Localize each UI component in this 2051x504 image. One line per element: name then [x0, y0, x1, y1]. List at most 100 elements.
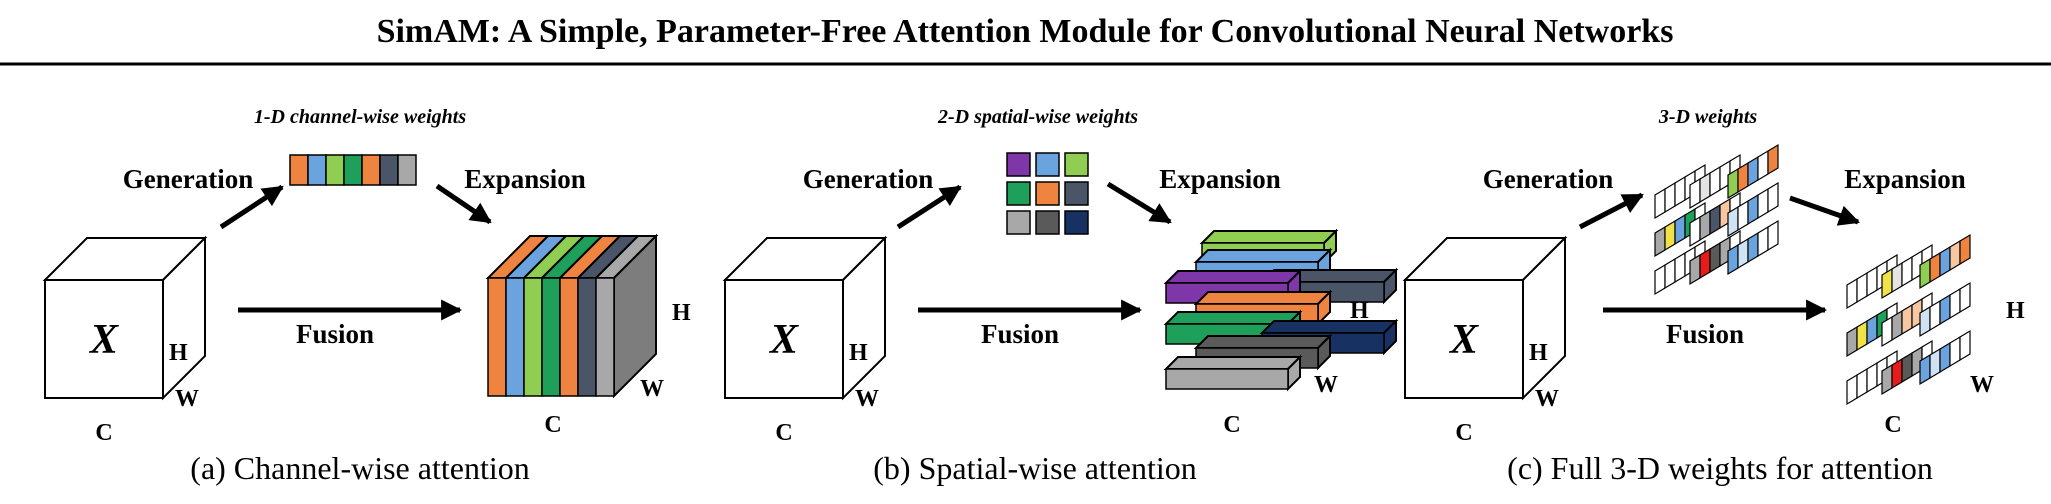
panel-b-expansion-label: Expansion — [1159, 164, 1281, 194]
panel-c-input-symbol: X — [1448, 317, 1479, 363]
panel-c-weight-strip — [1757, 149, 1769, 182]
panel-a-expanded-slab — [505, 277, 525, 397]
panel-c-weights-label: 3-D weights — [1658, 106, 1758, 128]
panel-c-weight-strip — [1767, 143, 1779, 176]
panel-c-input-h-label: H — [1529, 340, 1548, 366]
panel-c-expanded-strip — [1856, 319, 1868, 352]
panel-c-expansion-arrow — [1789, 195, 1860, 226]
panel-a-expanded-slab — [487, 277, 507, 397]
panel-c-weight-strip — [1709, 165, 1721, 198]
panel-c-weight-strip — [1664, 257, 1676, 290]
panel-c-fusion-label: Fusion — [1666, 319, 1744, 349]
panel-c-cube-front — [1404, 279, 1524, 399]
panel-c-expanded-strip — [1939, 341, 1951, 374]
panel-a-generation-arrow — [219, 184, 284, 230]
panel-c-output-h-label: H — [2006, 298, 2025, 324]
panel-c-weight-strip — [1654, 187, 1666, 220]
panel-c-expanded-strip — [1959, 281, 1971, 314]
panel-b-bar-top — [1193, 335, 1333, 349]
panel-c-expanded-strip — [1939, 245, 1951, 278]
panel-a-expanded-slab — [523, 277, 543, 397]
panel-a-fusion-label: Fusion — [296, 319, 374, 349]
panel-c-expanded-strip — [1959, 329, 1971, 362]
panel-c-weight-strip — [1654, 225, 1666, 258]
panel-c-expanded-strip — [1866, 313, 1878, 346]
panel-c-input-w-label: W — [1535, 386, 1559, 412]
panel-a-output-c-label: C — [544, 412, 561, 438]
panel-c-expanded-strip — [1856, 271, 1868, 304]
panel-b-bar-top — [1163, 356, 1303, 370]
panel-b-cube-front — [724, 279, 844, 399]
panel-a-channel-weight — [379, 154, 399, 186]
panel-a-output-h-label: H — [672, 300, 691, 326]
panel-a-cube-front — [44, 279, 164, 399]
panel-c-weight-strip — [1674, 213, 1686, 246]
panel-b-spatial-weight — [1035, 181, 1060, 206]
panel-c-weight-strip — [1674, 175, 1686, 208]
panel-b-output-h-label: H — [1350, 298, 1369, 324]
caption-a: (a) Channel-wise attention — [190, 450, 529, 486]
panel-a-input-h-label: H — [169, 340, 188, 366]
panel-c-output-c-label: C — [1884, 412, 1901, 438]
panel-b-spatial-weight — [1006, 181, 1031, 206]
panel-a-input-symbol: X — [88, 317, 119, 363]
panel-c-weight-strip — [1664, 181, 1676, 214]
panel-a-channel-weight — [289, 154, 309, 186]
panel-c-weight-strip — [1767, 219, 1779, 252]
panel-c-expanded-strip — [1846, 325, 1858, 358]
figure-title: SimAM: A Simple, Parameter-Free Attentio… — [377, 13, 1674, 50]
panel-c-expanded-strip — [1856, 367, 1868, 400]
panel-c-expanded-strip — [1866, 361, 1878, 394]
panel-a-output-w-label: W — [640, 376, 664, 402]
panel-a-channel-weight — [325, 154, 345, 186]
panel-a-expanded-slab — [595, 277, 615, 397]
panel-b-generation-label: Generation — [803, 164, 933, 194]
panel-c-expanded-strip — [1901, 255, 1913, 288]
panel-b-bar-front — [1165, 368, 1289, 390]
panel-b-output-w-label: W — [1314, 372, 1338, 398]
panel-a-expanded-slab — [559, 277, 579, 397]
panel-a-expanded-slab — [541, 277, 561, 397]
panel-c-input-c-label: C — [1455, 420, 1472, 446]
panel-b-generation-arrow — [896, 184, 962, 230]
panel-c-weight-strip — [1747, 155, 1759, 188]
panel-b-input-symbol: X — [768, 317, 799, 363]
panel-a-expansion-arrow — [435, 183, 492, 225]
panel-a-channel-weight — [361, 154, 381, 186]
panel-a-channel-weight — [307, 154, 327, 186]
panel-c-expanded-strip — [1949, 335, 1961, 368]
panel-b-bar-top — [1163, 270, 1303, 284]
panel-c-expanded-strip — [1901, 351, 1913, 384]
panel-b-spatial-weight — [1006, 152, 1031, 177]
panel-c-weight-strip — [1654, 263, 1666, 296]
caption-b: (b) Spatial-wise attention — [873, 450, 1196, 486]
panel-b-spatial-weight — [1035, 152, 1060, 177]
panel-b-weights-label: 2-D spatial-wise weights — [937, 106, 1138, 128]
panel-b-bar-top — [1193, 249, 1333, 263]
panel-a-channel-weight — [343, 154, 363, 186]
panel-a-expansion-label: Expansion — [464, 164, 586, 194]
panel-a-input-c-label: C — [95, 420, 112, 446]
panel-c-expanded-strip — [1846, 373, 1858, 406]
panel-c-expansion-label: Expansion — [1844, 164, 1966, 194]
panel-b-output-c-label: C — [1223, 412, 1240, 438]
panel-a-generation-label: Generation — [123, 164, 253, 194]
panel-b-bar-top — [1193, 291, 1333, 305]
panel-c-weight-strip — [1664, 219, 1676, 252]
panel-b-bar-top — [1259, 320, 1399, 334]
panel-a-input-w-label: W — [175, 386, 199, 412]
panel-a-weights-label: 1-D channel-wise weights — [254, 106, 466, 128]
panel-c-weight-strip — [1767, 181, 1779, 214]
panel-b-fusion-label: Fusion — [981, 319, 1059, 349]
panel-c-expanded-strip — [1901, 303, 1913, 336]
panel-c-expanded-strip — [1846, 277, 1858, 310]
panel-c-weight-strip — [1709, 241, 1721, 274]
panel-c-weight-strip — [1747, 193, 1759, 226]
panel-c-weight-strip — [1757, 187, 1769, 220]
panel-a-expanded-slab — [577, 277, 597, 397]
panel-c-expanded-strip — [1949, 239, 1961, 272]
panel-b-bar-top — [1199, 230, 1339, 244]
panel-a-channel-weight — [397, 154, 417, 186]
